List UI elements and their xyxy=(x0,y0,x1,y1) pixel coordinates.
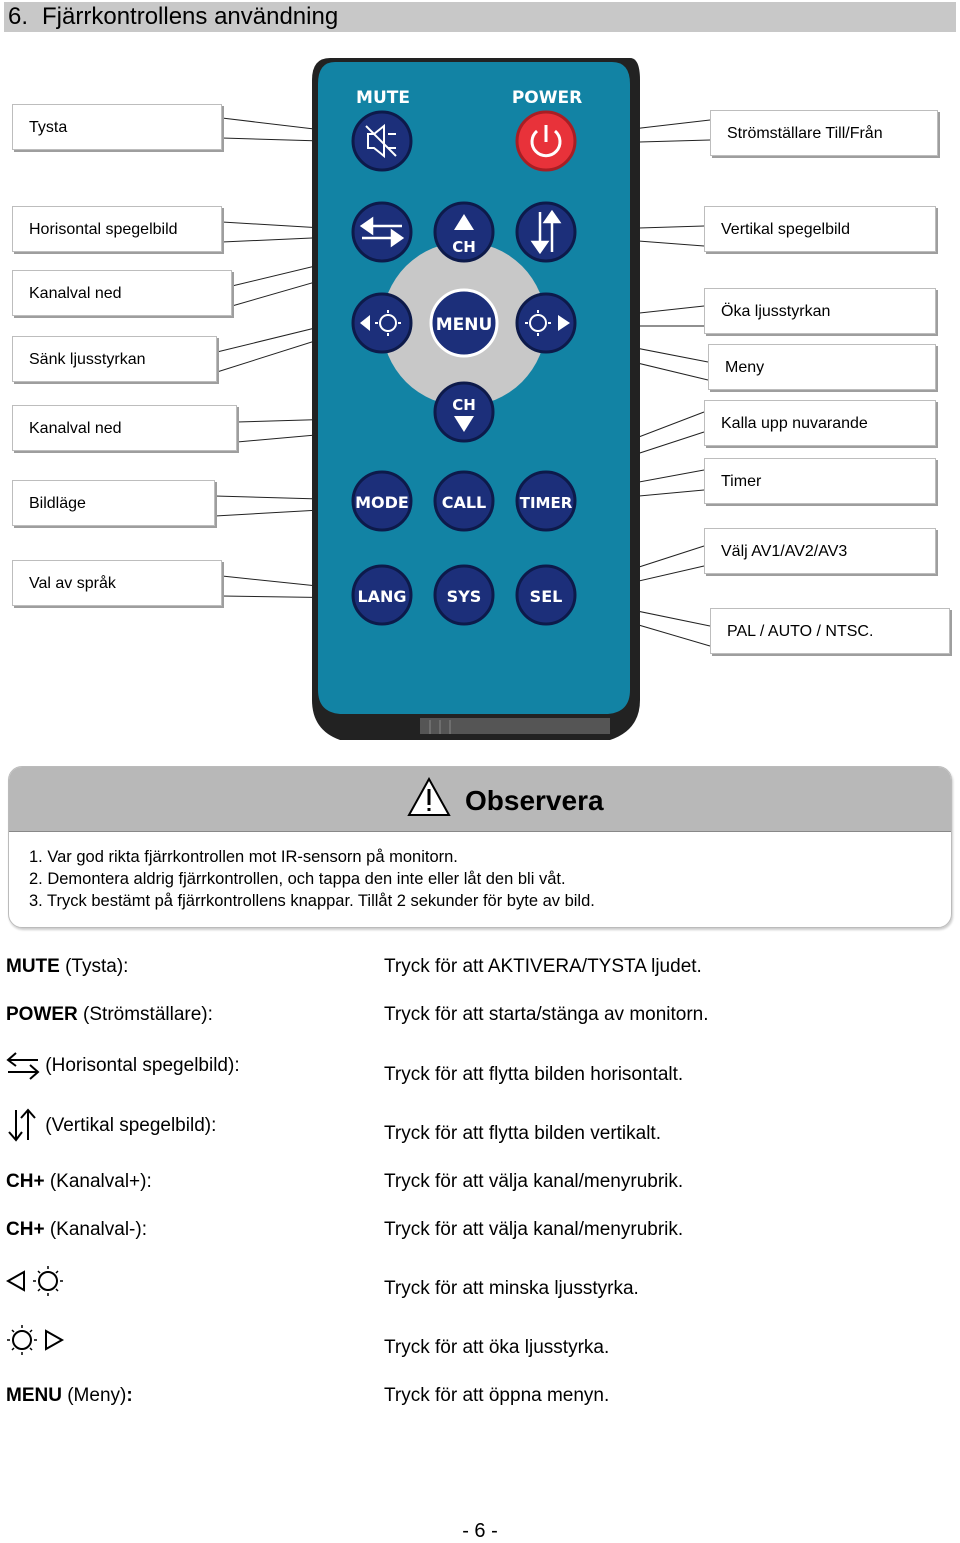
power-button[interactable] xyxy=(515,110,577,172)
timer-label: TIMER xyxy=(520,494,573,512)
callout-mute: Tysta xyxy=(12,104,222,150)
callout-sel: Välj AV1/AV2/AV3 xyxy=(704,528,936,574)
desc-label-ch-plus: CH+ (Kanalval+): xyxy=(6,1171,152,1192)
notice-item: 3. Tryck bestämt på fjärrkontrollens kna… xyxy=(29,892,595,910)
lang-label: LANG xyxy=(357,587,406,606)
call-label: CALL xyxy=(442,493,487,512)
horizontal-mirror-button[interactable] xyxy=(351,201,413,263)
notice-list: 1. Var god rikta fjärrkontrollen mot IR-… xyxy=(9,832,951,912)
callout-sys: PAL / AUTO / NTSC. xyxy=(710,608,950,654)
callout-vertical-mirror: Vertikal spegelbild xyxy=(704,206,936,252)
desc-text-ch-minus: Tryck för att välja kanal/menyrubrik. xyxy=(384,1219,684,1240)
triangle-down-icon xyxy=(454,416,474,432)
power-icon xyxy=(530,125,562,158)
notice-item: 1. Var god rikta fjärrkontrollen mot IR-… xyxy=(29,848,458,866)
ch-up-button[interactable]: CH xyxy=(433,201,495,263)
desc-text-ch-plus: Tryck för att välja kanal/menyrubrik. xyxy=(384,1171,684,1192)
callout-language: Val av språk xyxy=(12,560,222,606)
desc-label-vertical: (Vertikal spegelbild): xyxy=(6,1108,216,1144)
callout-picture-mode: Bildläge xyxy=(12,480,215,526)
desc-text-mute: Tryck för att AKTIVERA/TYSTA ljudet. xyxy=(384,956,702,977)
mute-label: MUTE xyxy=(356,88,410,108)
mute-button[interactable] xyxy=(351,110,413,172)
notice-item: 2. Demontera aldrig fjärrkontrollen, och… xyxy=(29,870,566,888)
desc-label-power: POWER (Strömställare): xyxy=(6,1004,213,1025)
desc-text-horizontal: Tryck för att flytta bilden horisontalt. xyxy=(384,1064,684,1085)
callout-channel-down: Kanalval ned xyxy=(12,405,237,451)
mode-button[interactable]: MODE xyxy=(351,470,413,532)
call-button[interactable]: CALL xyxy=(433,470,495,532)
brightness-down-icon xyxy=(360,310,401,336)
desc-label-brightness-down xyxy=(6,1264,66,1298)
desc-text-vertical: Tryck för att flytta bilden vertikalt. xyxy=(384,1123,661,1144)
page-number: - 6 - xyxy=(462,1520,498,1542)
vertical-mirror-icon xyxy=(8,1108,36,1142)
section-heading: Fjärrkontrollens användning xyxy=(42,3,339,30)
sel-label: SEL xyxy=(530,587,563,606)
sys-button[interactable]: SYS xyxy=(433,564,495,626)
menu-button[interactable]: MENU xyxy=(429,288,499,358)
callout-horizontal-mirror: Horisontal spegelbild xyxy=(12,206,222,252)
callout-channel-up: Kanalval ned xyxy=(12,270,232,316)
section-number: 6. xyxy=(8,3,29,30)
desc-label-mute: MUTE (Tysta): xyxy=(6,956,129,977)
desc-label-menu: MENU (Meny): xyxy=(6,1385,133,1406)
vertical-mirror-button[interactable] xyxy=(515,201,577,263)
desc-text-brightness-up: Tryck för att öka ljusstyrka. xyxy=(384,1337,610,1358)
sel-button[interactable]: SEL xyxy=(515,564,577,626)
callout-brightness-down: Sänk ljusstyrkan xyxy=(12,336,217,382)
desc-text-power: Tryck för att starta/stänga av monitorn. xyxy=(384,1004,709,1025)
triangle-up-icon xyxy=(454,214,474,230)
desc-text-brightness-down: Tryck för att minska ljusstyrka. xyxy=(384,1278,639,1299)
callout-timer: Timer xyxy=(704,458,936,504)
horizontal-mirror-icon xyxy=(6,1052,40,1080)
desc-label-brightness-up xyxy=(6,1323,66,1357)
ch-down-button[interactable]: CH xyxy=(433,381,495,443)
desc-label-ch-minus: CH+ (Kanalval-): xyxy=(6,1219,147,1240)
brightness-down-button[interactable] xyxy=(351,292,413,354)
lang-button[interactable]: LANG xyxy=(351,564,413,626)
desc-text-menu: Tryck för att öppna menyn. xyxy=(384,1385,610,1406)
vertical-arrows-icon xyxy=(530,209,562,255)
power-label: POWER xyxy=(512,88,582,108)
sys-label: SYS xyxy=(447,587,482,606)
notice-box: Observera 1. Var god rikta fjärrkontroll… xyxy=(8,766,952,928)
mode-label: MODE xyxy=(355,493,409,512)
ch-up-label: CH xyxy=(452,238,476,256)
callout-brightness-up: Öka ljusstyrkan xyxy=(704,288,936,334)
brightness-up-icon xyxy=(525,310,570,336)
brightness-down-icon xyxy=(6,1266,63,1296)
desc-label-horizontal: (Horisontal spegelbild): xyxy=(6,1050,240,1082)
brightness-up-icon xyxy=(7,1325,65,1355)
callout-call: Kalla upp nuvarande xyxy=(704,400,936,446)
speaker-muted-icon xyxy=(365,123,397,159)
callout-power: Strömställare Till/Från xyxy=(710,110,938,156)
warning-icon xyxy=(407,777,451,816)
timer-button[interactable]: TIMER xyxy=(515,470,577,532)
remote-control-figure: MUTE POWER xyxy=(214,58,711,740)
ch-down-label: CH xyxy=(452,396,476,414)
horizontal-arrows-icon xyxy=(359,216,405,248)
notice-header: Observera xyxy=(9,767,951,832)
menu-label: MENU xyxy=(436,315,493,335)
section-title: 6. Fjärrkontrollens användning xyxy=(4,2,956,32)
callout-menu: Meny xyxy=(708,344,936,390)
notice-title: Observera xyxy=(465,785,604,816)
brightness-up-button[interactable] xyxy=(515,292,577,354)
